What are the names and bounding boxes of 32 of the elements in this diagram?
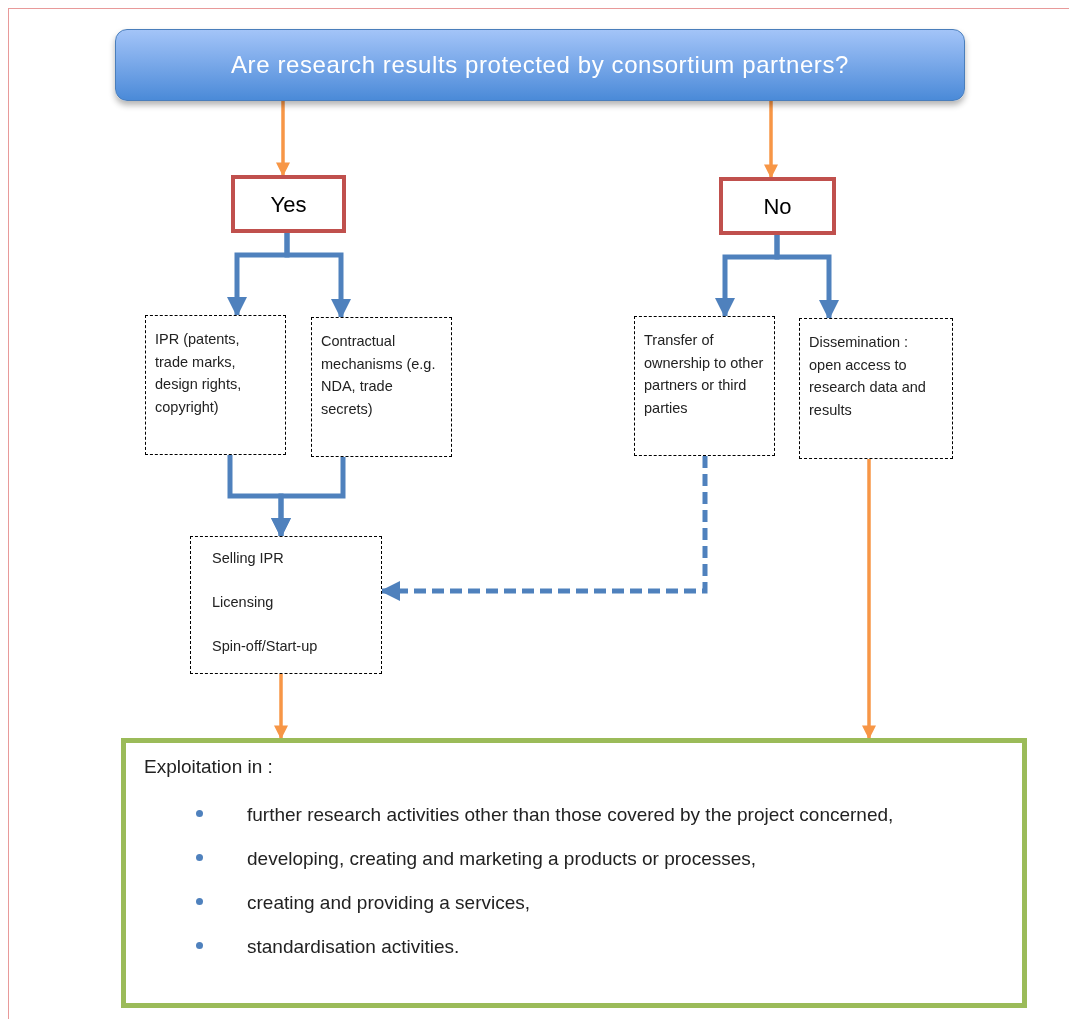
answer-box [231,175,346,233]
option-box [145,315,286,455]
arrow [271,457,346,538]
question-text: Are research results protected by consortium partners? [231,50,849,80]
option-text: Transfer of ownership to other partners or third parties [644,331,765,418]
route-text: Licensing [212,593,275,612]
arrow [764,101,778,179]
arrow [276,101,290,177]
bullet-text: standardisation activities. [247,934,460,959]
arrow [862,459,876,740]
bullet-text: developing, creating and marketing a products or processes, [247,846,757,871]
answer-box [719,177,836,235]
arrow [774,235,839,320]
option-text: Dissemination : open access to research data and results [809,333,927,420]
bullet-text: creating and providing a services, [247,890,531,915]
arrow [284,233,351,319]
question-banner [115,29,965,101]
route-text: Selling IPR [212,549,285,568]
option-text: IPR (patents, trade marks, design rights, copyright) [155,330,243,417]
option-text: Contractual mechanisms (e.g. NDA, trade secrets) [321,332,437,419]
answer-label: Yes [270,190,307,219]
exploitation-routes-box [190,536,382,674]
bullet-text: further research activities other than those covered by the project concerned, [247,802,894,827]
option-box [799,318,953,459]
option-box [634,316,775,456]
arrow [380,456,708,601]
exploitation-box [121,738,1027,1008]
option-box [311,317,452,457]
arrow [274,674,288,740]
answer-label: No [763,192,792,221]
route-text: Spin-off/Start-up [212,637,319,656]
heading-text: Exploitation in : [144,755,274,779]
